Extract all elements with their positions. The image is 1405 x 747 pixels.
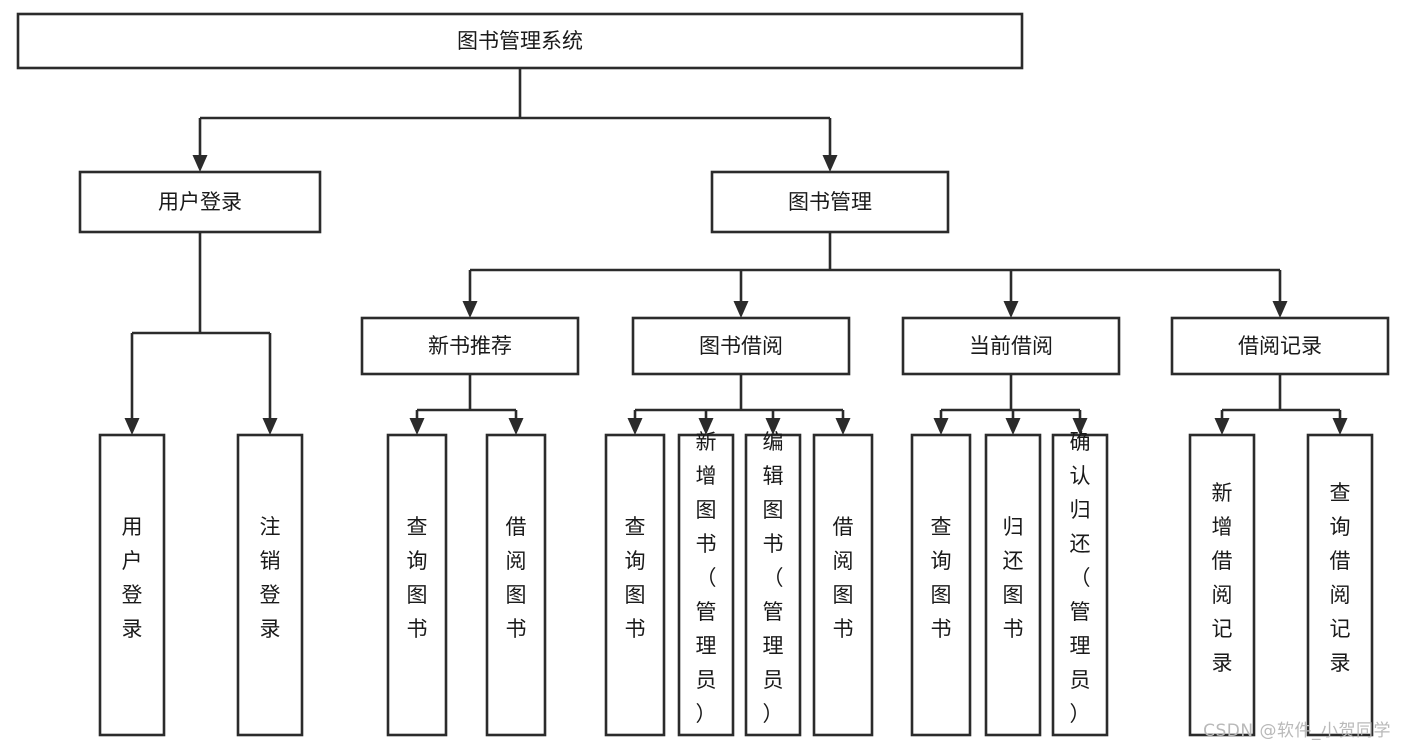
node-user-logout-leaf[interactable]: 注销登录 — [236, 433, 304, 737]
node-record-query[interactable]: 查询借阅记录 — [1306, 433, 1374, 737]
node-box-borrow-borrow-book[interactable] — [812, 433, 874, 737]
node-label-borrow-borrow-book: 借阅图书 — [833, 515, 854, 641]
node-current-query-book[interactable]: 查询图书 — [910, 433, 972, 737]
node-label-new-book-recommend: 新书推荐 — [428, 334, 512, 358]
node-borrow-borrow-book[interactable]: 借阅图书 — [812, 433, 874, 737]
node-box-user-login[interactable] — [78, 170, 322, 234]
node-user-login-leaf[interactable]: 用户登录 — [98, 433, 166, 737]
current-borrow-to-current-return-book-arrow-icon — [1005, 418, 1021, 435]
node-borrow-add-book[interactable]: 新增图书（管理员） — [677, 430, 735, 737]
node-layer: 图书管理系统用户登录用户登录注销登录图书管理新书推荐查询图书借阅图书图书借阅查询… — [16, 12, 1390, 737]
new-book-recommend-to-recommend-borrow-book-arrow-icon — [508, 418, 524, 435]
node-box-recommend-borrow-book[interactable] — [485, 433, 547, 737]
node-label-recommend-query-book: 查询图书 — [407, 515, 428, 641]
node-label-current-confirm-return: 确认归还（管理员） — [1070, 430, 1091, 726]
node-label-current-return-book: 归还图书 — [1003, 515, 1024, 641]
node-box-current-confirm-return[interactable] — [1051, 433, 1109, 737]
node-label-book-borrow: 图书借阅 — [699, 334, 783, 358]
node-box-root[interactable] — [16, 12, 1024, 70]
node-borrow-query-book[interactable]: 查询图书 — [604, 433, 666, 737]
node-label-borrow-edit-book: 编辑图书（管理员） — [763, 430, 784, 726]
node-box-user-logout-leaf[interactable] — [236, 433, 304, 737]
node-box-book-manage[interactable] — [710, 170, 950, 234]
root-to-user-login-arrow-icon — [192, 155, 208, 172]
node-label-user-logout-leaf: 注销登录 — [260, 515, 281, 641]
connector-layer — [124, 68, 1348, 435]
node-book-borrow[interactable]: 图书借阅 — [631, 316, 851, 376]
node-record-add[interactable]: 新增借阅记录 — [1188, 433, 1256, 737]
node-new-book-recommend[interactable]: 新书推荐 — [360, 316, 580, 376]
borrow-records-to-record-query-arrow-icon — [1332, 418, 1348, 435]
node-box-current-query-book[interactable] — [910, 433, 972, 737]
node-label-current-borrow: 当前借阅 — [969, 334, 1053, 358]
node-label-user-login: 用户登录 — [158, 190, 242, 214]
csdn-watermark: CSDN @软件_小贺同学 — [1203, 721, 1391, 741]
node-borrow-records[interactable]: 借阅记录 — [1170, 316, 1390, 376]
new-book-recommend-to-recommend-query-book-arrow-icon — [409, 418, 425, 435]
node-label-borrow-add-book: 新增图书（管理员） — [696, 430, 717, 726]
node-user-login[interactable]: 用户登录 — [78, 170, 322, 234]
node-box-book-borrow[interactable] — [631, 316, 851, 376]
root-to-book-manage-arrow-icon — [822, 155, 838, 172]
current-borrow-to-current-query-book-arrow-icon — [933, 418, 949, 435]
node-label-book-manage: 图书管理 — [788, 190, 872, 214]
book-manage-to-borrow-records-arrow-icon — [1272, 301, 1288, 318]
node-box-user-login-leaf[interactable] — [98, 433, 166, 737]
node-box-recommend-query-book[interactable] — [386, 433, 448, 737]
node-label-record-add: 新增借阅记录 — [1212, 481, 1233, 675]
book-manage-to-current-borrow-arrow-icon — [1003, 301, 1019, 318]
node-box-borrow-edit-book[interactable] — [744, 433, 802, 737]
book-borrow-to-borrow-query-book-arrow-icon — [627, 418, 643, 435]
node-box-borrow-query-book[interactable] — [604, 433, 666, 737]
node-recommend-borrow-book[interactable]: 借阅图书 — [485, 433, 547, 737]
node-current-borrow[interactable]: 当前借阅 — [901, 316, 1121, 376]
node-root[interactable]: 图书管理系统 — [16, 12, 1024, 70]
node-label-root: 图书管理系统 — [457, 29, 583, 53]
node-label-borrow-records: 借阅记录 — [1238, 334, 1322, 358]
node-box-borrow-add-book[interactable] — [677, 433, 735, 737]
book-borrow-to-borrow-edit-book-arrow-icon — [765, 418, 781, 435]
node-recommend-query-book[interactable]: 查询图书 — [386, 433, 448, 737]
node-box-current-borrow[interactable] — [901, 316, 1121, 376]
book-borrow-to-borrow-borrow-book-arrow-icon — [835, 418, 851, 435]
node-current-confirm-return[interactable]: 确认归还（管理员） — [1051, 430, 1109, 737]
node-label-record-query: 查询借阅记录 — [1330, 481, 1351, 675]
node-box-new-book-recommend[interactable] — [360, 316, 580, 376]
node-book-manage[interactable]: 图书管理 — [710, 170, 950, 234]
node-label-borrow-query-book: 查询图书 — [625, 515, 646, 641]
node-box-current-return-book[interactable] — [984, 433, 1042, 737]
book-borrow-to-borrow-add-book-arrow-icon — [698, 418, 714, 435]
node-label-recommend-borrow-book: 借阅图书 — [506, 515, 527, 641]
node-borrow-edit-book[interactable]: 编辑图书（管理员） — [744, 430, 802, 737]
node-label-user-login-leaf: 用户登录 — [122, 515, 143, 641]
node-box-record-query[interactable] — [1306, 433, 1374, 737]
node-box-borrow-records[interactable] — [1170, 316, 1390, 376]
node-box-record-add[interactable] — [1188, 433, 1256, 737]
current-borrow-to-current-confirm-return-arrow-icon — [1072, 418, 1088, 435]
book-manage-to-new-book-recommend-arrow-icon — [462, 301, 478, 318]
borrow-records-to-record-add-arrow-icon — [1214, 418, 1230, 435]
book-manage-to-book-borrow-arrow-icon — [733, 301, 749, 318]
node-label-current-query-book: 查询图书 — [931, 515, 952, 641]
node-current-return-book[interactable]: 归还图书 — [984, 433, 1042, 737]
user-login-to-user-login-leaf-arrow-icon — [124, 418, 140, 435]
user-login-to-user-logout-leaf-arrow-icon — [262, 418, 278, 435]
